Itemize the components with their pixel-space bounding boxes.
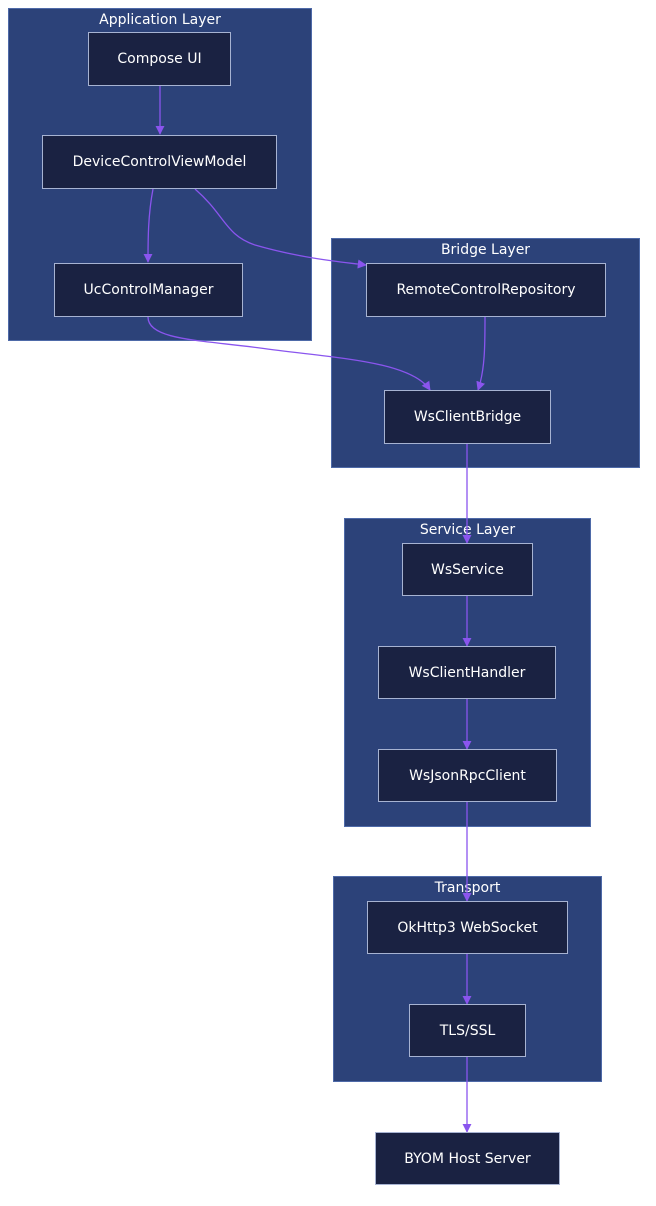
compose-ui-node: Compose UI (88, 32, 231, 86)
device-control-view-model-node: DeviceControlViewModel (42, 135, 277, 189)
transport-title: Transport (434, 880, 501, 896)
tls-ssl-node: TLS/SSL (409, 1004, 526, 1057)
okhttp3-websocket-node: OkHttp3 WebSocket (367, 901, 568, 954)
bridge-layer-title: Bridge Layer (440, 242, 531, 258)
service-layer-title: Service Layer (419, 522, 516, 538)
ws-service-node: WsService (402, 543, 533, 596)
byom-host-server-node: BYOM Host Server (375, 1132, 560, 1185)
ws-client-bridge-node: WsClientBridge (384, 390, 551, 444)
ws-json-rpc-client-node: WsJsonRpcClient (378, 749, 557, 802)
application-layer-title: Application Layer (99, 12, 221, 28)
remote-control-repository-node: RemoteControlRepository (366, 263, 606, 317)
uc-control-manager-node: UcControlManager (54, 263, 243, 317)
ws-client-handler-node: WsClientHandler (378, 646, 556, 699)
